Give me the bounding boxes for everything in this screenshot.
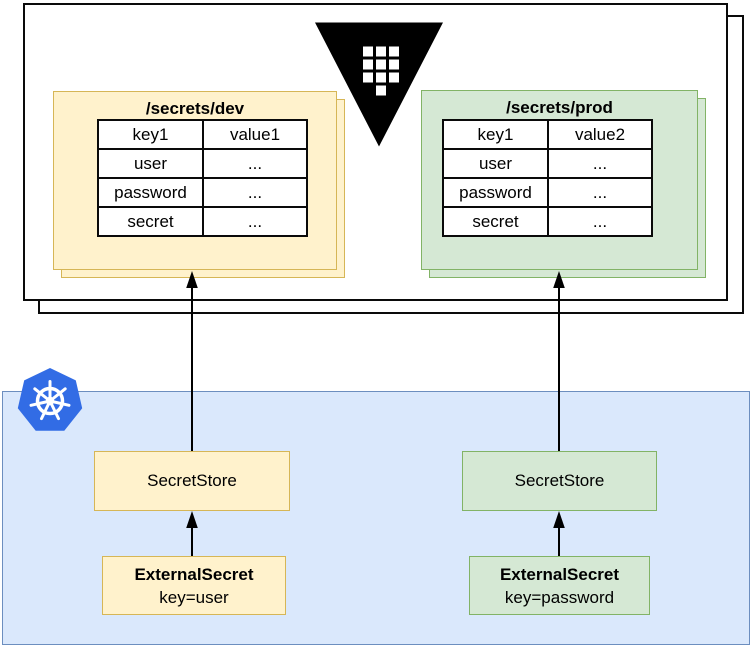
vault-icon	[315, 22, 443, 147]
kv-cell-key: password	[442, 177, 549, 208]
secrets-dev-table: key1 value1 user ... password ... secret…	[97, 119, 308, 237]
secret-store-dev-label: SecretStore	[147, 471, 237, 490]
kv-cell-value: ...	[202, 148, 308, 179]
kv-cell-key: secret	[97, 206, 204, 237]
table-row: user ...	[442, 148, 653, 179]
kv-cell-key: secret	[442, 206, 549, 237]
table-row: key1 value2	[442, 119, 653, 150]
table-row: secret ...	[97, 206, 308, 237]
external-secret-prod-node: ExternalSecret key=password	[469, 556, 650, 615]
external-secret-prod-key: key=password	[504, 587, 615, 607]
kv-cell-value: value2	[547, 119, 653, 150]
kv-cell-key: user	[97, 148, 204, 179]
secret-store-dev-node: SecretStore	[94, 451, 290, 511]
kv-cell-value: ...	[202, 177, 308, 208]
kv-cell-value: ...	[547, 148, 653, 179]
secrets-dev-title: /secrets/dev	[145, 99, 245, 118]
external-secret-dev-label: ExternalSecret	[134, 564, 254, 584]
table-row: password ...	[442, 177, 653, 208]
table-row: secret ...	[442, 206, 653, 237]
kv-cell-key: password	[97, 177, 204, 208]
table-row: key1 value1	[97, 119, 308, 150]
secret-store-prod-label: SecretStore	[514, 471, 605, 490]
kv-cell-key: key1	[97, 119, 204, 150]
kv-cell-value: ...	[547, 177, 653, 208]
secret-store-prod-node: SecretStore	[462, 451, 657, 511]
secrets-prod-title: /secrets/prod	[506, 98, 613, 117]
external-secret-prod-label: ExternalSecret	[499, 564, 620, 584]
kv-cell-key: key1	[442, 119, 549, 150]
kv-cell-value: ...	[202, 206, 308, 237]
kv-cell-value: ...	[547, 206, 653, 237]
table-row: password ...	[97, 177, 308, 208]
external-secret-dev-key: key=user	[159, 587, 229, 607]
external-secret-dev-node: ExternalSecret key=user	[102, 556, 286, 615]
kv-cell-key: user	[442, 148, 549, 179]
kubernetes-icon	[17, 368, 83, 431]
kv-cell-value: value1	[202, 119, 308, 150]
table-row: user ...	[97, 148, 308, 179]
secrets-prod-table: key1 value2 user ... password ... secret…	[442, 119, 653, 237]
